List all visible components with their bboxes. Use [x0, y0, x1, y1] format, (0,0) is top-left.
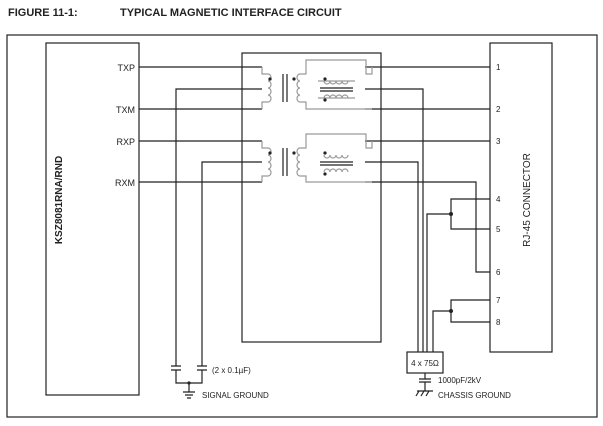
- chip-name: KSZ8081RNA/RND: [54, 156, 65, 244]
- rx-transformer: [261, 133, 373, 183]
- polarity-dots: [268, 77, 327, 176]
- pin-8-label: 8: [496, 318, 501, 327]
- chassis-capacitor: [415, 373, 433, 397]
- pin-1-label: 1: [496, 63, 501, 72]
- pin-7-label: 7: [496, 296, 501, 305]
- pin-2-label: 2: [496, 105, 501, 114]
- pin-6-label: 6: [496, 268, 501, 277]
- figure-frame: [6, 34, 598, 418]
- pin-3-label: 3: [496, 137, 501, 146]
- pin-5-label: 5: [496, 225, 501, 234]
- tx-transformer: [261, 59, 373, 110]
- rj45-connector-box: [489, 42, 553, 353]
- figure-number: FIGURE 11-1:: [8, 7, 78, 19]
- signal-ground-label: SIGNAL GROUND: [202, 391, 269, 400]
- junction-dot: [449, 212, 453, 216]
- figure-title: TYPICAL MAGNETIC INTERFACE CIRCUIT: [120, 7, 342, 19]
- pin-rxp-label: RXP: [116, 137, 135, 147]
- signal-wires: [139, 66, 490, 366]
- magnetics-box: [241, 52, 382, 343]
- pin-txp-label: TXP: [117, 63, 135, 73]
- capacitors-label: (2 x 0.1µF): [212, 366, 251, 375]
- pin-rxm-label: RXM: [115, 178, 135, 188]
- chip-box: [45, 42, 140, 396]
- pin-txm-label: TXM: [116, 105, 135, 115]
- connector-name: RJ-45 CONNECTOR: [522, 153, 533, 247]
- connector-pin-labels: 1 2 3 4 5 6 7 8: [496, 63, 501, 327]
- junction-dot: [187, 381, 191, 385]
- chassis-cap-label: 1000pF/2kV: [438, 376, 482, 385]
- chassis-ground-label: CHASSIS GROUND: [438, 391, 511, 400]
- decoupling-capacitors: [171, 365, 207, 399]
- pin-4-label: 4: [496, 195, 501, 204]
- resistors-label: 4 x 75Ω: [411, 359, 439, 368]
- junction-dot: [449, 309, 453, 313]
